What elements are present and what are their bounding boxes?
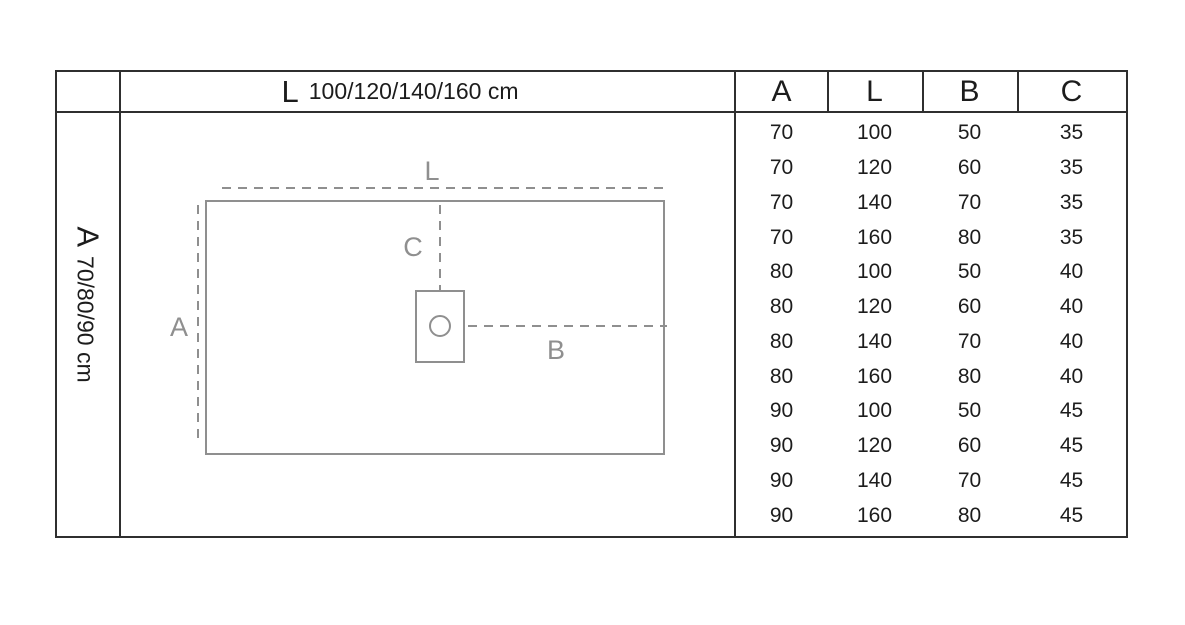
table-cell-b: 50: [957, 399, 982, 423]
table-row: 70 100 50 35: [736, 116, 1126, 151]
table-header-b: B: [959, 74, 980, 108]
table-cell-c: 45: [1059, 468, 1084, 492]
table-cell-l: 100: [856, 260, 893, 284]
header-col-divider-3: [1017, 72, 1019, 111]
table-cell-c: 35: [1059, 156, 1084, 180]
length-dimension-line: [222, 187, 667, 189]
table-row: 90 160 80 45: [736, 498, 1126, 533]
table-cell-c: 40: [1059, 364, 1084, 388]
top-header-range: 100/120/140/160 cm: [308, 78, 519, 104]
left-header-range: 70/80/90 cm: [72, 255, 99, 383]
table-cell-c: 45: [1059, 434, 1084, 458]
table-cell-a: 90: [769, 399, 794, 423]
drain-offset-x-line: [452, 325, 667, 327]
drain-offset-y-line: [439, 205, 441, 290]
table-cell-a: 70: [769, 225, 794, 249]
table-cell-l: 120: [856, 295, 893, 319]
table-cell-c: 40: [1059, 329, 1084, 353]
table-cell-a: 80: [769, 329, 794, 353]
table-cell-l: 160: [856, 503, 893, 527]
table-row: 70 160 80 35: [736, 220, 1126, 255]
drain-hole: [429, 315, 451, 337]
table-cell-l: 160: [856, 364, 893, 388]
table-cell-l: 160: [856, 225, 893, 249]
table-cell-c: 40: [1059, 295, 1084, 319]
table-divider: [734, 72, 736, 536]
table-cell-a: 70: [769, 156, 794, 180]
table-cell-b: 60: [957, 295, 982, 319]
diagram: L A C B: [120, 113, 734, 536]
table-row: 90 120 60 45: [736, 429, 1126, 464]
table-cell-c: 45: [1059, 399, 1084, 423]
table-cell-b: 60: [957, 156, 982, 180]
main-frame: A 70/80/90 cm L 100/120/140/160 cm L A C…: [55, 70, 1128, 538]
table-cell-b: 80: [957, 503, 982, 527]
table-header-l: L: [866, 74, 883, 108]
table-cell-c: 35: [1059, 190, 1084, 214]
table-header-c: C: [1060, 74, 1083, 108]
table-row: 70 120 60 35: [736, 151, 1126, 186]
table-cell-l: 120: [856, 434, 893, 458]
spec-table-header: A L B C: [736, 72, 1126, 111]
tray-outline: [205, 200, 665, 455]
header-col-divider-1: [827, 72, 829, 111]
left-dimension-header: A 70/80/90 cm: [57, 72, 119, 536]
table-cell-b: 70: [957, 190, 982, 214]
table-cell-b: 50: [957, 121, 982, 145]
table-cell-c: 35: [1059, 121, 1084, 145]
left-dimension-text: A 70/80/90 cm: [70, 225, 106, 383]
table-row: 80 140 70 40: [736, 325, 1126, 360]
table-cell-c: 45: [1059, 503, 1084, 527]
length-dimension-label: L: [424, 155, 440, 186]
header-divider: [57, 111, 1126, 113]
table-cell-c: 40: [1059, 260, 1084, 284]
table-cell-b: 50: [957, 260, 982, 284]
left-header-letter: A: [70, 225, 106, 247]
table-row: 70 140 70 35: [736, 186, 1126, 221]
table-row: 80 100 50 40: [736, 255, 1126, 290]
table-row: 90 140 70 45: [736, 464, 1126, 499]
table-row: 90 100 50 45: [736, 394, 1126, 429]
table-row: 80 120 60 40: [736, 290, 1126, 325]
height-dimension-label: A: [169, 311, 188, 342]
drain-offset-x-label: B: [546, 334, 565, 365]
table-cell-a: 80: [769, 295, 794, 319]
table-header-a: A: [771, 74, 792, 108]
table-row: 80 160 80 40: [736, 359, 1126, 394]
table-cell-b: 80: [957, 364, 982, 388]
table-cell-b: 80: [957, 225, 982, 249]
table-cell-c: 35: [1059, 225, 1084, 249]
header-col-divider-2: [922, 72, 924, 111]
table-cell-a: 80: [769, 260, 794, 284]
table-cell-l: 100: [856, 399, 893, 423]
top-header-letter: L: [281, 74, 299, 109]
drain-offset-y-label: C: [403, 231, 423, 262]
height-dimension-line: [197, 205, 199, 442]
table-cell-a: 80: [769, 364, 794, 388]
table-cell-a: 90: [769, 503, 794, 527]
table-cell-b: 60: [957, 434, 982, 458]
table-cell-a: 70: [769, 121, 794, 145]
table-cell-l: 140: [856, 329, 893, 353]
table-cell-l: 100: [856, 121, 893, 145]
table-cell-a: 70: [769, 190, 794, 214]
top-dimension-header: L 100/120/140/160 cm: [120, 72, 734, 111]
table-cell-b: 70: [957, 329, 982, 353]
table-cell-a: 90: [769, 468, 794, 492]
left-strip-divider: [119, 72, 121, 536]
table-cell-l: 140: [856, 468, 893, 492]
table-cell-b: 70: [957, 468, 982, 492]
table-cell-l: 120: [856, 156, 893, 180]
table-cell-l: 140: [856, 190, 893, 214]
table-cell-a: 90: [769, 434, 794, 458]
spec-table-body: 70 100 50 35 70 120 60 35 70 140 70 35 70 160 80 35 80 10…: [736, 116, 1126, 533]
